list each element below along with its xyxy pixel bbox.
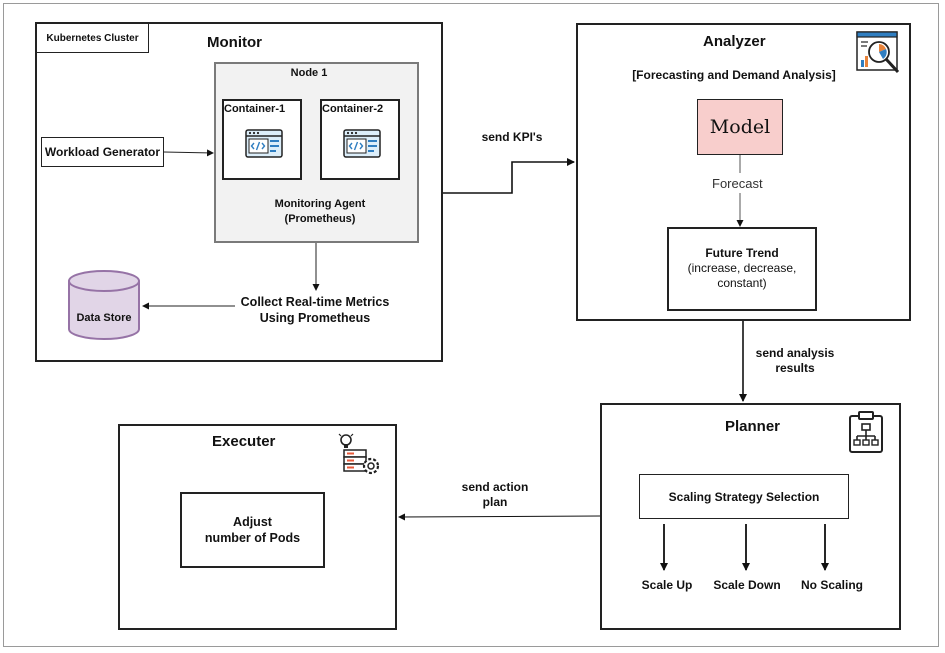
- node-title: Node 1: [290, 67, 328, 79]
- adjust-pods-text: Adjust number of Pods: [180, 514, 325, 546]
- analyzer-subtitle: [Forecasting and Demand Analysis]: [632, 68, 836, 82]
- send-kpis-arrow: [443, 158, 575, 194]
- future-trend-line1: (increase, decrease,: [687, 261, 797, 275]
- container-2-label: Container-2: [322, 103, 384, 115]
- send-action-label: send action plan: [450, 480, 540, 510]
- workload-to-node-arrow: [163, 149, 214, 157]
- model-label: Model: [709, 116, 771, 138]
- collect-metrics-line1: Collect Real-time Metrics: [240, 295, 390, 309]
- scaling-strategy-label: Scaling Strategy Selection: [668, 489, 820, 504]
- monitoring-agent-line2: (Prometheus): [284, 213, 356, 225]
- data-store-label: Data Store: [76, 312, 132, 324]
- collect-metrics-label: Collect Real-time Metrics Using Promethe…: [225, 294, 405, 326]
- analyzer-title: Analyzer: [703, 33, 766, 50]
- send-action-line2: plan: [482, 495, 508, 509]
- workload-generator-label: Workload Generator: [44, 145, 161, 159]
- adjust-pods-box: [180, 492, 325, 568]
- container-1-label: Container-1: [224, 103, 286, 115]
- planner-title: Planner: [725, 418, 781, 435]
- scale-down-label: Scale Down: [713, 578, 781, 592]
- send-analysis-line1: send analysis: [755, 346, 835, 360]
- analytics-report-icon: [856, 31, 900, 74]
- monitoring-agent-label: Monitoring Agent (Prometheus): [250, 197, 390, 227]
- collect-metrics-line2: Using Prometheus: [259, 311, 371, 325]
- send-analysis-line2: results: [775, 361, 815, 375]
- forecast-label: Forecast: [712, 176, 763, 191]
- cluster-tag-label: Kubernetes Cluster: [46, 32, 139, 44]
- code-window-icon: [245, 129, 283, 158]
- workload-generator-box: Workload Generator: [41, 137, 164, 167]
- executer-title: Executer: [212, 433, 276, 450]
- future-trend-title: Future Trend: [705, 246, 779, 260]
- model-box: Model: [697, 99, 783, 155]
- monitor-title: Monitor: [207, 34, 262, 51]
- send-action-line1: send action: [461, 480, 529, 494]
- future-trend-box: [667, 227, 817, 311]
- send-action-arrow: [398, 513, 601, 521]
- data-store-cylinder-icon: [68, 270, 140, 340]
- future-trend-line2: constant): [717, 276, 767, 290]
- scale-up-label: Scale Up: [641, 578, 693, 592]
- monitoring-agent-line1: Monitoring Agent: [274, 198, 366, 210]
- clipboard-hierarchy-icon: [849, 411, 883, 453]
- adjust-pods-line2: number of Pods: [204, 531, 301, 545]
- code-window-icon: [343, 129, 381, 158]
- send-kpis-label: send KPI's: [481, 130, 543, 144]
- send-analysis-label: send analysis results: [745, 346, 845, 376]
- future-trend-text: Future Trend (increase, decrease, consta…: [667, 246, 817, 291]
- scaling-strategy-box: Scaling Strategy Selection: [639, 474, 849, 519]
- no-scaling-label: No Scaling: [800, 578, 863, 592]
- cluster-tag: Kubernetes Cluster: [36, 23, 149, 53]
- figure-frame: [3, 3, 939, 647]
- adjust-pods-line1: Adjust: [233, 515, 272, 529]
- server-gear-icon: [338, 433, 380, 475]
